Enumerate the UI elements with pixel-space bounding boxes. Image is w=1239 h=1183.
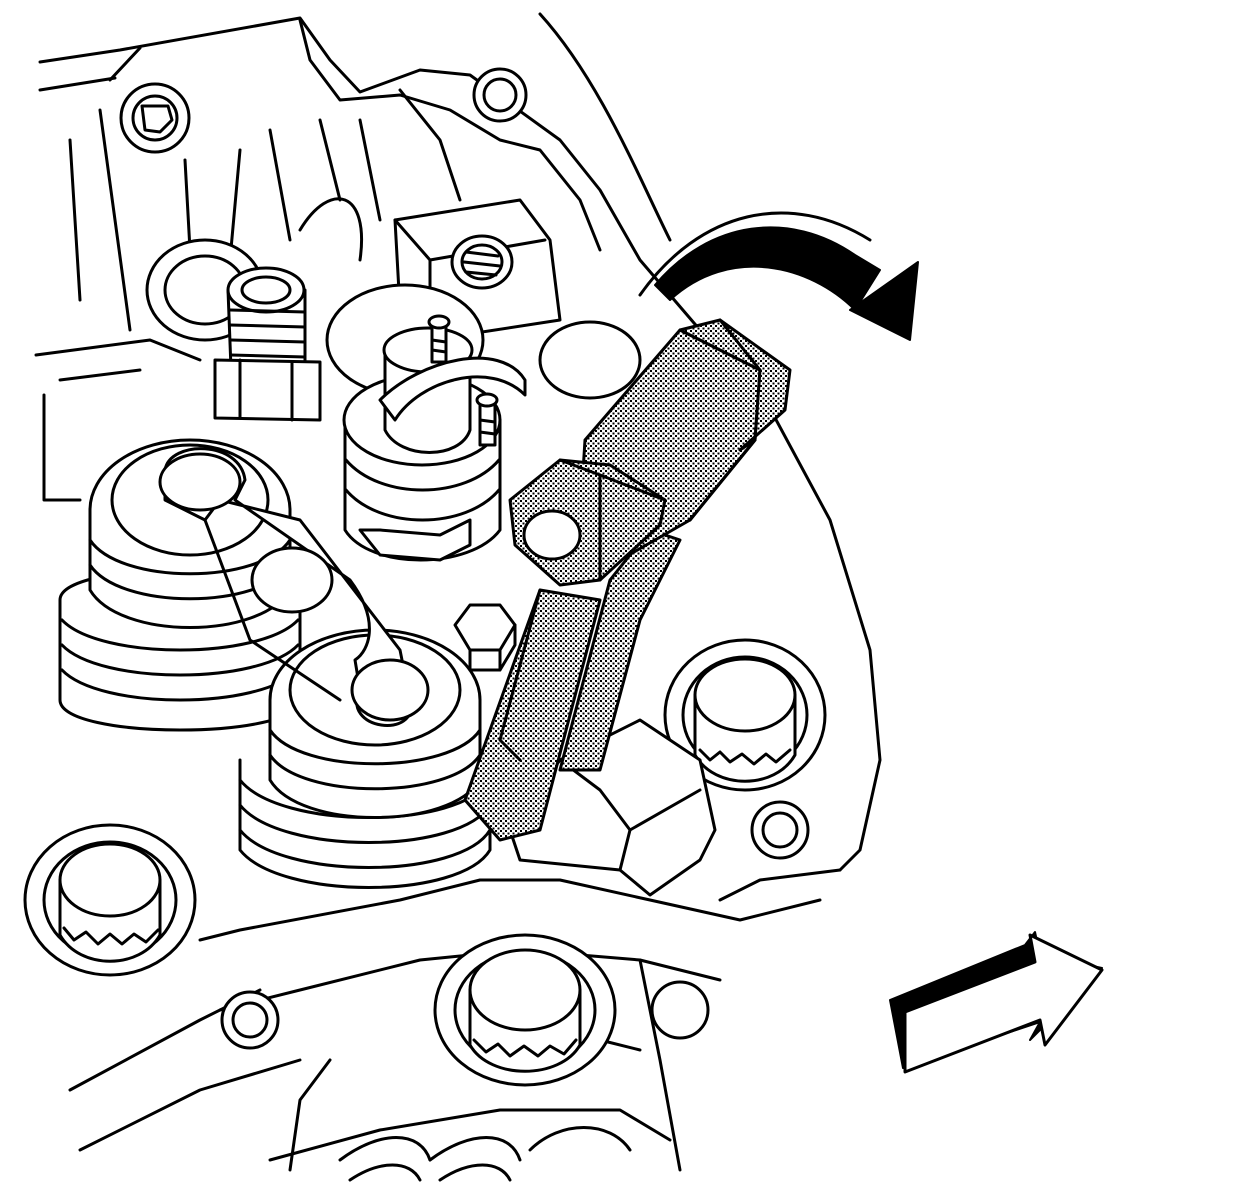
- head-bolt-left: [23, 823, 197, 977]
- rotation-direction-arrow: [638, 211, 919, 341]
- valve-adjust-tool: [463, 318, 792, 842]
- rocker-bridge: [158, 447, 430, 727]
- view-direction-arrow: [889, 931, 1104, 1074]
- lower-ports: [338, 1126, 632, 1182]
- bolt-holes: [119, 67, 810, 1050]
- small-hex-nut: [453, 603, 517, 672]
- head-bolt-right: [663, 638, 827, 792]
- injector-nut: [213, 266, 322, 422]
- head-bolt-bottom: [433, 933, 617, 1087]
- injector-body: [342, 314, 527, 562]
